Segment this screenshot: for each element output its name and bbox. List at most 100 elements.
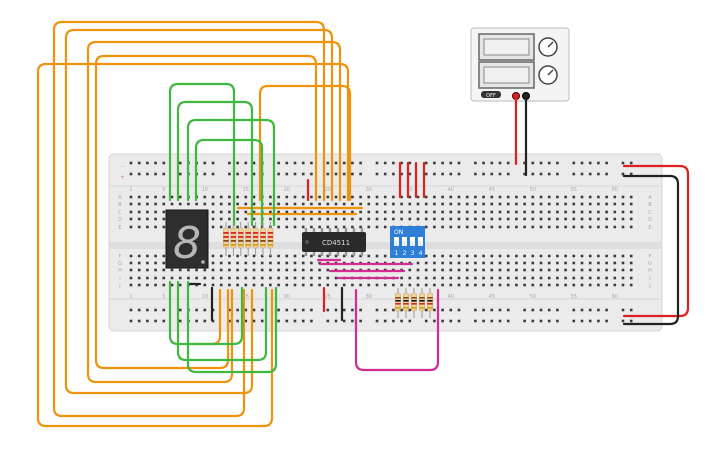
- breadboard-hole[interactable]: [351, 283, 354, 287]
- breadboard-hole[interactable]: [326, 268, 330, 272]
- breadboard-hole[interactable]: [293, 268, 297, 272]
- breadboard-hole[interactable]: [433, 202, 436, 206]
- rail-hole[interactable]: [424, 319, 428, 323]
- breadboard-hole[interactable]: [572, 276, 576, 280]
- breadboard-hole[interactable]: [621, 261, 625, 265]
- breadboard-hole[interactable]: [269, 276, 272, 280]
- breadboard-hole[interactable]: [613, 268, 617, 272]
- green-wire-6[interactable]: [176, 280, 268, 362]
- breadboard-hole[interactable]: [515, 268, 518, 272]
- breadboard-hole[interactable]: [564, 268, 567, 272]
- breadboard-hole[interactable]: [457, 261, 461, 265]
- breadboard-hole[interactable]: [392, 283, 395, 287]
- breadboard-hole[interactable]: [318, 195, 321, 199]
- breadboard-hole[interactable]: [334, 195, 338, 199]
- breadboard-hole[interactable]: [506, 254, 510, 258]
- breadboard-hole[interactable]: [613, 283, 617, 287]
- breadboard-hole[interactable]: [613, 225, 617, 229]
- breadboard-hole[interactable]: [424, 225, 428, 229]
- breadboard-hole[interactable]: [433, 217, 436, 221]
- breadboard-hole[interactable]: [277, 254, 280, 258]
- rail-hole[interactable]: [228, 308, 231, 312]
- breadboard-hole[interactable]: [408, 217, 412, 221]
- breadboard-hole[interactable]: [154, 210, 157, 214]
- breadboard-hole[interactable]: [342, 225, 346, 229]
- breadboard-hole[interactable]: [629, 195, 633, 199]
- breadboard-hole[interactable]: [277, 195, 280, 199]
- breadboard-hole[interactable]: [137, 202, 141, 206]
- breadboard-hole[interactable]: [531, 254, 535, 258]
- rail-hole[interactable]: [506, 161, 510, 165]
- breadboard-hole[interactable]: [490, 225, 494, 229]
- rail-hole[interactable]: [277, 161, 280, 165]
- breadboard-hole[interactable]: [310, 225, 313, 229]
- breadboard-hole[interactable]: [556, 261, 559, 265]
- breadboard-hole[interactable]: [269, 195, 272, 199]
- breadboard-hole[interactable]: [301, 217, 305, 221]
- cd4511-chip[interactable]: CD4511: [302, 228, 366, 256]
- breadboard-hole[interactable]: [219, 254, 223, 258]
- breadboard-hole[interactable]: [613, 202, 617, 206]
- breadboard-hole[interactable]: [580, 217, 584, 221]
- rail-hole[interactable]: [474, 161, 477, 165]
- rail-hole[interactable]: [433, 308, 436, 312]
- breadboard-hole[interactable]: [285, 261, 289, 265]
- rail-hole[interactable]: [392, 172, 395, 176]
- rail-hole[interactable]: [260, 319, 264, 323]
- breadboard-hole[interactable]: [244, 283, 248, 287]
- breadboard-hole[interactable]: [449, 225, 453, 229]
- rail-hole[interactable]: [334, 319, 338, 323]
- breadboard-hole[interactable]: [605, 195, 608, 199]
- rail-hole[interactable]: [408, 161, 412, 165]
- breadboard-hole[interactable]: [178, 283, 182, 287]
- breadboard-hole[interactable]: [260, 268, 264, 272]
- rail-hole[interactable]: [277, 172, 280, 176]
- breadboard-hole[interactable]: [162, 202, 166, 206]
- rail-hole[interactable]: [342, 172, 346, 176]
- breadboard-hole[interactable]: [547, 210, 551, 214]
- rail-hole[interactable]: [588, 172, 592, 176]
- breadboard-hole[interactable]: [285, 225, 289, 229]
- rail-hole[interactable]: [244, 319, 248, 323]
- breadboard-hole[interactable]: [367, 283, 371, 287]
- breadboard-hole[interactable]: [498, 225, 502, 229]
- rail-hole[interactable]: [137, 172, 141, 176]
- breadboard-hole[interactable]: [170, 202, 174, 206]
- breadboard-hole[interactable]: [474, 276, 477, 280]
- rail-hole[interactable]: [400, 308, 403, 312]
- breadboard-hole[interactable]: [236, 210, 239, 214]
- breadboard-hole[interactable]: [564, 217, 567, 221]
- breadboard-hole[interactable]: [613, 254, 617, 258]
- breadboard-hole[interactable]: [482, 225, 485, 229]
- rail-hole[interactable]: [252, 308, 256, 312]
- breadboard-hole[interactable]: [564, 225, 567, 229]
- breadboard-hole[interactable]: [252, 268, 256, 272]
- rail-hole[interactable]: [490, 161, 494, 165]
- rail-hole[interactable]: [482, 319, 485, 323]
- rail-hole[interactable]: [400, 172, 403, 176]
- rail-hole[interactable]: [474, 308, 477, 312]
- rail-hole[interactable]: [572, 319, 576, 323]
- green-wire-3[interactable]: [186, 118, 276, 227]
- rail-hole[interactable]: [301, 308, 305, 312]
- breadboard-hole[interactable]: [318, 268, 321, 272]
- breadboard-hole[interactable]: [465, 254, 469, 258]
- breadboard-hole[interactable]: [367, 195, 371, 199]
- breadboard-hole[interactable]: [252, 217, 256, 221]
- breadboard-hole[interactable]: [441, 254, 444, 258]
- breadboard-hole[interactable]: [531, 283, 535, 287]
- breadboard-hole[interactable]: [375, 210, 379, 214]
- breadboard-hole[interactable]: [236, 254, 239, 258]
- breadboard-hole[interactable]: [137, 217, 141, 221]
- rail-hole[interactable]: [195, 319, 198, 323]
- rail-hole[interactable]: [392, 308, 395, 312]
- rail-hole[interactable]: [441, 172, 444, 176]
- breadboard-hole[interactable]: [260, 283, 264, 287]
- rail-hole[interactable]: [400, 319, 403, 323]
- breadboard-hole[interactable]: [293, 254, 297, 258]
- breadboard-hole[interactable]: [334, 225, 338, 229]
- rail-hole[interactable]: [580, 161, 584, 165]
- breadboard-hole[interactable]: [523, 202, 526, 206]
- breadboard-hole[interactable]: [219, 195, 223, 199]
- breadboard-hole[interactable]: [531, 261, 535, 265]
